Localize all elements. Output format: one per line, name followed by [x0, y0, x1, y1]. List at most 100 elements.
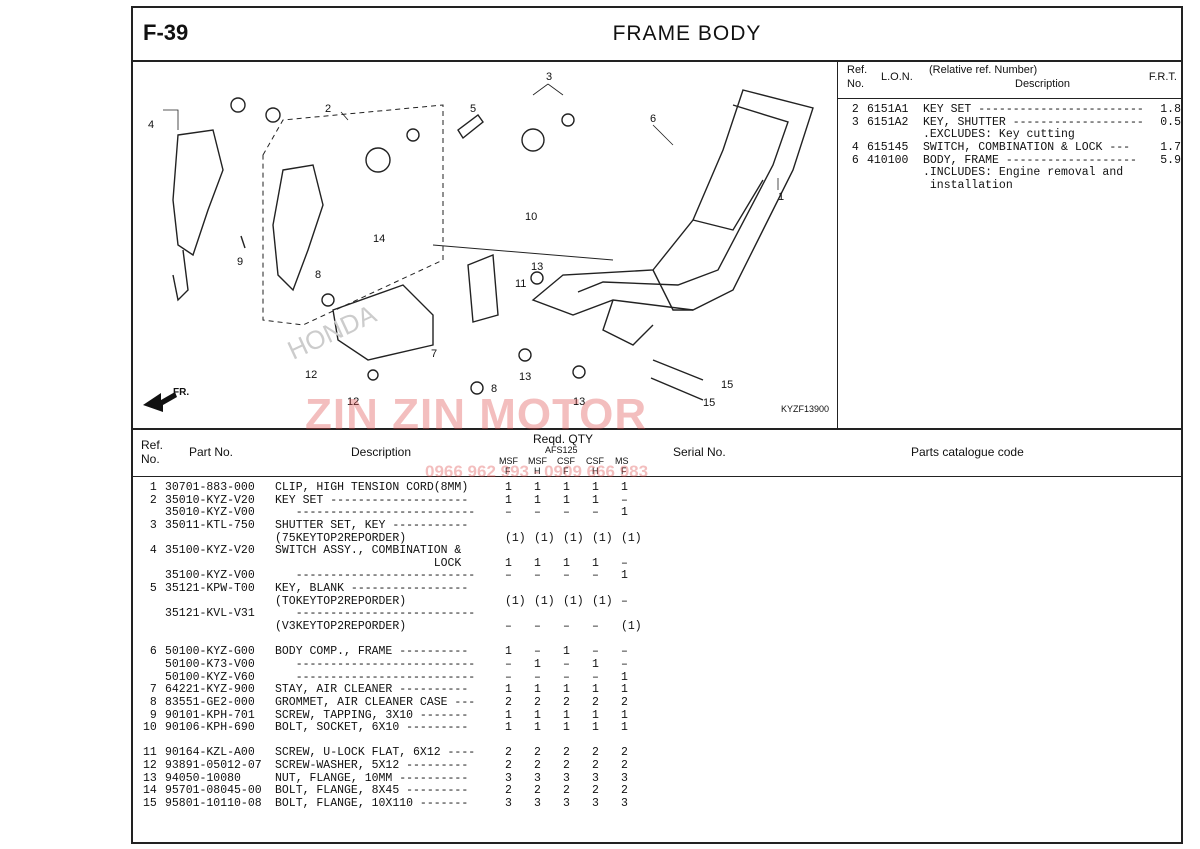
qty-cell: 1: [563, 721, 570, 735]
qty-cell: –: [534, 620, 541, 634]
frame-body-illustration: 1 2 3 4 5 6 7 8 8 9 10 11 12 12 13 13 13…: [143, 71, 814, 412]
qty-cell: 3: [505, 797, 512, 811]
lon-description: KEY, SHUTTER -------------------: [923, 115, 1144, 129]
qty-cell: 3: [621, 797, 628, 811]
qty-cell: 1: [621, 670, 628, 684]
qty-cell: –: [505, 670, 512, 684]
parts-list-header: Ref. No. Part No. Description Reqd. QTY …: [133, 430, 1181, 477]
table-row: 35010-KYZ-V00 --------------------------…: [143, 507, 663, 520]
part-no: 95801-10110-08: [165, 797, 262, 811]
qty-cell: 1: [563, 708, 570, 722]
ref-no: 10: [143, 721, 157, 735]
ref-no: 3: [143, 518, 157, 532]
qty-cell: 1: [505, 721, 512, 735]
qty-cell: 1: [563, 683, 570, 697]
qty-column-name: MS: [615, 456, 629, 466]
qty-cell: 2: [592, 784, 599, 798]
part-description: SCREW, U-LOCK FLAT, 6X12 ----: [275, 746, 476, 760]
callout: 12: [347, 396, 359, 408]
exploded-diagram: 1 2 3 4 5 6 7 8 8 9 10 11 12 12 13 13 13…: [133, 60, 838, 428]
qty-cell: 3: [505, 771, 512, 785]
part-description: GROMMET, AIR CLEANER CASE ---: [275, 695, 476, 709]
lon-description: .INCLUDES: Engine removal and: [923, 166, 1124, 180]
part-description: SCREW-WASHER, 5X12 ---------: [275, 759, 469, 773]
qty-cell: 1: [621, 569, 628, 583]
qty-cell: 2: [592, 746, 599, 760]
callout: 2: [325, 103, 331, 115]
part-no: 35121-KPW-T00: [165, 582, 255, 596]
qty-cell: –: [592, 670, 599, 684]
qty-cell: 2: [534, 759, 541, 773]
qty-cell: –: [505, 657, 512, 671]
qty-cell: 3: [592, 771, 599, 785]
table-row: (75KEYTOP2REPORDER)(1)(1)(1)(1)(1): [143, 531, 663, 546]
qty-cell: 1: [505, 481, 512, 494]
part-no: 90106-KPH-690: [165, 721, 255, 735]
qty-cell: 2: [592, 759, 599, 773]
qty-cell: 2: [621, 784, 628, 798]
table-row: 35100-KYZ-V00 --------------------------…: [143, 570, 663, 583]
part-description: --------------------------: [275, 506, 476, 520]
callout: 1: [778, 191, 784, 203]
part-description: SCREW, TAPPING, 3X10 -------: [275, 708, 469, 722]
qty-cell: –: [563, 620, 570, 634]
qty-cell: 3: [563, 771, 570, 785]
part-no: 35010-KYZ-V20: [165, 493, 255, 507]
ref-no: 12: [143, 759, 157, 773]
qty-cell: 1: [621, 481, 628, 494]
qty-cell: 2: [534, 746, 541, 760]
qty-cell: 2: [505, 784, 512, 798]
honda-logo: HONDA: [283, 298, 381, 365]
header-frt: F.R.T.: [1148, 71, 1177, 83]
header-serial-no: Serial No.: [673, 445, 726, 459]
qty-cell: 1: [505, 683, 512, 697]
qty-cell: 1: [534, 683, 541, 697]
qty-cell: –: [505, 620, 512, 634]
lon-code: 6151A1: [867, 103, 909, 116]
qty-cell: 3: [592, 797, 599, 811]
part-no: 30701-883-000: [165, 481, 255, 494]
parts-list: Ref. No. Part No. Description Reqd. QTY …: [133, 428, 1181, 842]
qty-cell: –: [621, 657, 628, 671]
header-catalogue-code: Parts catalogue code: [911, 445, 1024, 459]
qty-cell: 1: [563, 645, 570, 659]
callout: 13: [573, 396, 585, 408]
qty-cell: –: [592, 645, 599, 659]
qty-cell: 2: [505, 695, 512, 709]
qty-cell: 2: [592, 695, 599, 709]
table-row: 50100-K73-V00 --------------------------…: [143, 657, 663, 672]
lon-description: installation: [923, 179, 1013, 193]
header-relative-ref: (Relative ref. Number): [929, 64, 1038, 76]
lon-description: SWITCH, COMBINATION & LOCK ---: [923, 141, 1131, 155]
lon-row: .EXCLUDES: Key cutting: [845, 129, 1181, 142]
qty-cell: 3: [621, 771, 628, 785]
qty-cell: –: [505, 569, 512, 583]
qty-cell: (1): [563, 531, 584, 545]
qty-cell: 2: [534, 784, 541, 798]
lon-code: 410100: [867, 153, 909, 167]
qty-cell: 1: [534, 493, 541, 507]
lon-table-header: Ref. No. L.O.N. (Relative ref. Number) D…: [837, 60, 1181, 99]
header-ref: Ref.: [847, 64, 868, 76]
callout: 13: [519, 371, 531, 383]
part-no: 35010-KYZ-V00: [165, 506, 255, 520]
qty-cell: (1): [592, 594, 613, 608]
callout: 10: [525, 211, 537, 223]
qty-cell: (1): [592, 531, 613, 545]
ref-no: 11: [143, 746, 157, 760]
qty-cell: –: [563, 506, 570, 520]
lon-frt: 0.5: [1160, 115, 1181, 129]
part-no: 50100-K73-V00: [165, 657, 255, 671]
header-description: Description: [351, 445, 412, 459]
qty-cell: –: [621, 594, 628, 608]
